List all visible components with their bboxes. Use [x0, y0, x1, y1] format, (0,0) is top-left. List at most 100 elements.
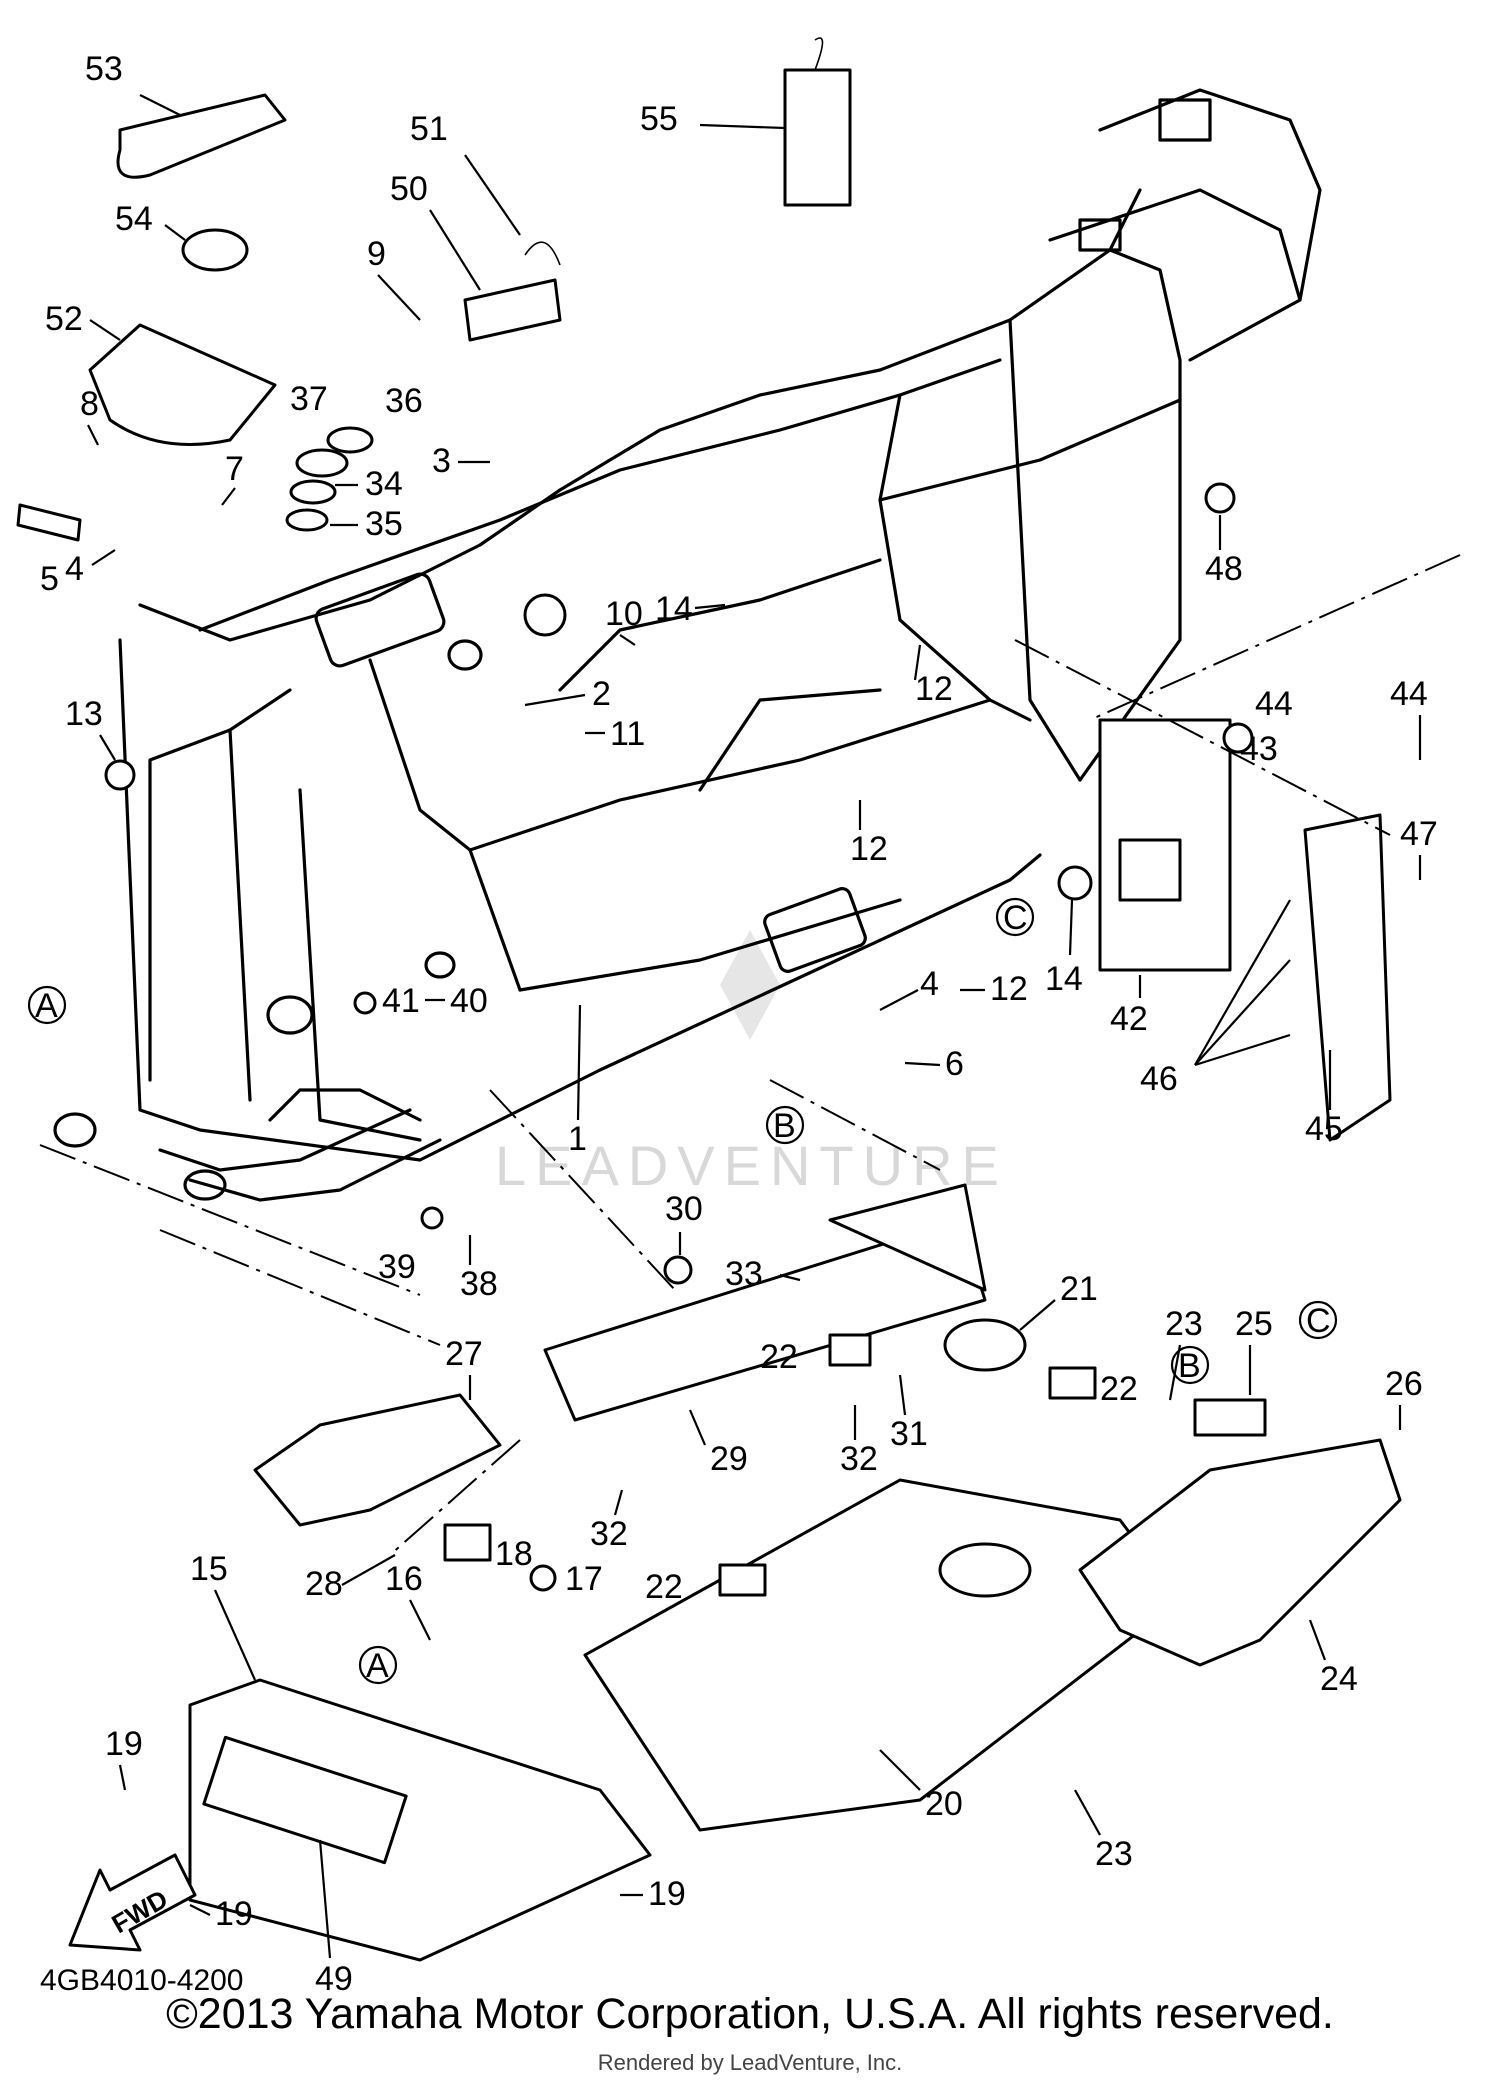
- callout-6: 6: [904, 1045, 964, 1083]
- svg-text:27: 27: [445, 1335, 483, 1373]
- svg-text:1: 1: [568, 1120, 587, 1158]
- callout-5: 5: [16, 503, 82, 598]
- svg-text:20: 20: [925, 1785, 963, 1823]
- callout-22b: 22: [645, 1568, 683, 1606]
- ref-marker-b: B B: [765, 1105, 1210, 1385]
- svg-text:44: 44: [1255, 685, 1293, 723]
- svg-text:18: 18: [495, 1535, 533, 1573]
- svg-text:12: 12: [990, 970, 1028, 1008]
- callout-2: 2: [524, 675, 611, 713]
- part-52-pouch: [88, 323, 277, 446]
- svg-text:13: 13: [65, 695, 103, 733]
- callout-44b: 44: [1390, 675, 1428, 760]
- svg-text:C: C: [1003, 899, 1028, 937]
- part-18-label: [443, 1523, 492, 1562]
- callout-46: 46: [1140, 899, 1291, 1098]
- callout-19a: 19: [105, 1725, 143, 1791]
- callout-24: 24: [1308, 1619, 1358, 1698]
- callout-42: 42: [1110, 975, 1148, 1038]
- callout-17: 17: [529, 1560, 603, 1598]
- part-14b-mount: [1057, 865, 1093, 901]
- svg-text:24: 24: [1320, 1660, 1358, 1698]
- part-15-front-guard: [188, 1678, 652, 1962]
- svg-text:32: 32: [840, 1440, 878, 1478]
- svg-text:4: 4: [920, 965, 939, 1003]
- callout-22a: 22: [760, 1338, 798, 1376]
- callout-20: 20: [879, 1749, 963, 1823]
- callout-25: 25: [1235, 1305, 1273, 1395]
- callout-44a: 44: [1222, 685, 1293, 754]
- callout-13: 13: [65, 695, 116, 761]
- callout-14b: 14: [1045, 899, 1083, 998]
- callout-12c: 12: [960, 970, 1028, 1008]
- fwd-arrow: FWD: [68, 1853, 197, 1952]
- part-20-skid-plate: [583, 1478, 1182, 1832]
- svg-text:B: B: [1178, 1347, 1201, 1385]
- callout-12b: 12: [850, 800, 888, 868]
- svg-text:12: 12: [850, 830, 888, 868]
- callout-19b: 19: [189, 1895, 253, 1933]
- relation-lines: [39, 554, 1461, 1556]
- svg-text:46: 46: [1140, 1060, 1178, 1098]
- main-frame: [53, 88, 1322, 1202]
- svg-text:21: 21: [1060, 1270, 1098, 1308]
- callout-12a: 12: [913, 644, 953, 708]
- callout-55: 55: [640, 100, 786, 138]
- svg-text:33: 33: [725, 1255, 763, 1293]
- callout-15: 15: [190, 1550, 257, 1681]
- svg-text:48: 48: [1205, 550, 1243, 588]
- part-33-plate: [828, 1183, 987, 1292]
- svg-text:22: 22: [645, 1568, 683, 1606]
- svg-text:11: 11: [610, 715, 645, 753]
- svg-text:14: 14: [655, 590, 693, 628]
- part-callouts: 1 2 3 4 4 5 6 7 8 9 10 11 12 12 12 13 14…: [16, 50, 1438, 1998]
- callout-53: 53: [85, 50, 181, 116]
- svg-text:3: 3: [432, 442, 451, 480]
- svg-text:A: A: [35, 987, 58, 1025]
- part-22-label-3: [1048, 1366, 1097, 1400]
- callout-41: 41: [353, 982, 420, 1020]
- svg-text:23: 23: [1095, 1835, 1133, 1873]
- svg-text:52: 52: [45, 300, 83, 338]
- part-55-tag: [783, 68, 852, 207]
- svg-text:53: 53: [85, 50, 123, 88]
- part-29-guard: [543, 1218, 987, 1422]
- callout-3: 3: [432, 442, 490, 480]
- svg-text:17: 17: [565, 1560, 603, 1598]
- callout-16: 16: [385, 1560, 431, 1641]
- svg-text:22: 22: [1100, 1370, 1138, 1408]
- svg-text:19: 19: [105, 1725, 143, 1763]
- ref-marker-a: A A: [27, 985, 398, 1685]
- rendered-by: Rendered by LeadVenture, Inc.: [597, 2050, 903, 2075]
- svg-text:8: 8: [80, 385, 99, 423]
- svg-text:12: 12: [915, 670, 953, 708]
- callout-34: 34: [335, 465, 403, 503]
- svg-text:32: 32: [590, 1515, 628, 1553]
- callout-30: 30: [665, 1190, 703, 1255]
- callout-39: 39: [378, 1206, 444, 1286]
- part-13-grommet: [104, 759, 136, 791]
- part-14-mount: [523, 593, 567, 637]
- svg-text:55: 55: [640, 100, 678, 138]
- callout-7: 7: [221, 450, 244, 506]
- svg-text:28: 28: [305, 1565, 343, 1603]
- part-45-cover: [1303, 813, 1392, 1142]
- part-22-label-1: [828, 1333, 872, 1367]
- svg-text:45: 45: [1305, 1110, 1343, 1148]
- callout-35: 35: [330, 505, 403, 543]
- callout-29: 29: [688, 1409, 748, 1478]
- callout-38: 38: [460, 1235, 498, 1303]
- callout-52: 52: [45, 300, 121, 341]
- svg-text:10: 10: [605, 595, 643, 633]
- svg-text:38: 38: [460, 1265, 498, 1303]
- part-22-label-2: [718, 1563, 767, 1597]
- svg-text:23: 23: [1165, 1305, 1203, 1343]
- svg-text:35: 35: [365, 505, 403, 543]
- callout-54: 54: [115, 200, 186, 241]
- component-drawings: [88, 37, 1402, 1962]
- callout-21: 21: [1019, 1270, 1098, 1331]
- callout-51: 51: [410, 110, 521, 236]
- callout-36: 36: [326, 382, 423, 454]
- svg-text:26: 26: [1385, 1365, 1423, 1403]
- svg-text:2: 2: [592, 675, 611, 713]
